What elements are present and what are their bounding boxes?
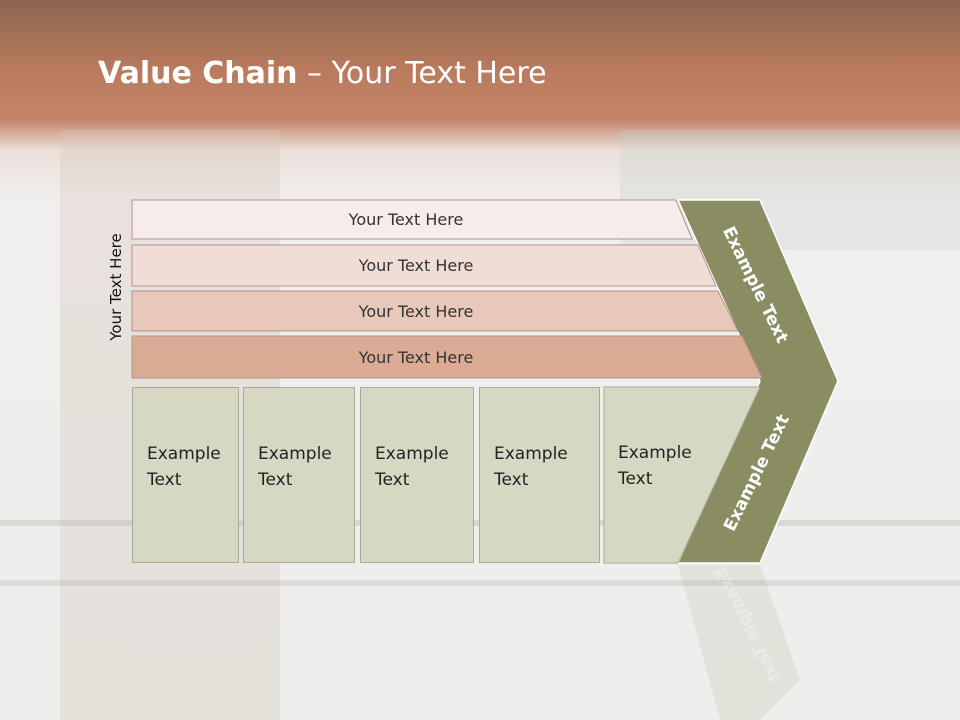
column-4-line1: Example	[494, 444, 568, 464]
column-3-line1: Example	[375, 444, 449, 464]
last-column-tip	[603, 386, 761, 564]
column-1-line1: Example	[147, 444, 221, 464]
row-2-label: Your Text Here	[358, 256, 474, 275]
chevron-arrow	[676, 199, 839, 564]
row-4: Your Text Here	[132, 336, 720, 378]
row-1-label: Your Text Here	[348, 210, 464, 229]
row-2: Your Text Here	[132, 245, 720, 286]
row-3: Your Text Here	[132, 291, 720, 331]
column-5-line2: Text	[618, 469, 653, 489]
column-2-line1: Example	[258, 444, 332, 464]
row-shape-4	[131, 335, 763, 379]
column-3-line2: Text	[375, 470, 410, 490]
title-rest: – Your Text Here	[297, 56, 547, 91]
row-shape-1	[131, 199, 693, 240]
row-3-label: Your Text Here	[358, 301, 474, 321]
chevron-reflection	[678, 565, 800, 720]
column-1-line2: Text	[147, 470, 182, 490]
row-4-label: Your Text Here	[358, 347, 474, 367]
title-bold: Value Chain	[98, 56, 298, 91]
row-shape-3	[131, 290, 739, 332]
row-1: Your Text Here	[132, 200, 700, 239]
row-shape-2	[131, 244, 717, 287]
column-4-line2: Text	[494, 470, 529, 490]
column-2-line2: Text	[258, 470, 293, 490]
slide-title: Value Chain – Your Text Here	[98, 56, 547, 91]
column-5-line1: Example	[618, 443, 692, 463]
